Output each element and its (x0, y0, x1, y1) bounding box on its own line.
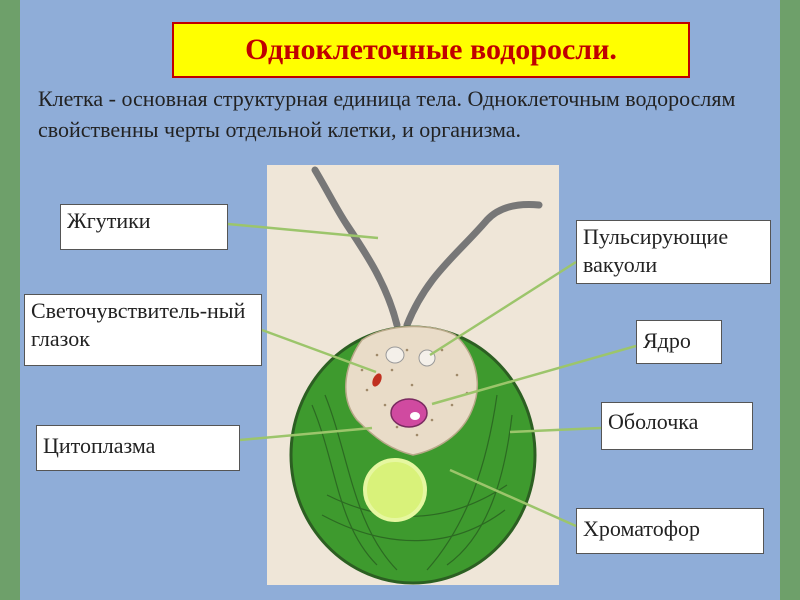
label-flagella: Жгутики (60, 204, 228, 250)
label-chromatophore: Хроматофор (576, 508, 764, 554)
pointer-eyespot (261, 328, 377, 374)
page-title: Одноклеточные водоросли. (172, 22, 690, 78)
label-contractile-vacuoles: Пульсирующие вакуоли (576, 220, 771, 284)
chromatophore-texture (311, 394, 513, 571)
contractile-vacuole-left (385, 346, 405, 364)
pointer-chromatophore (449, 468, 577, 528)
right-border-bar (780, 0, 800, 600)
pointer-nucleus (431, 344, 637, 406)
label-cytoplasm: Цитоплазма (36, 425, 240, 471)
cell-diagram (267, 165, 559, 585)
label-eyespot: Светочувствитель-ный глазок (24, 294, 262, 366)
pointer-flagella (227, 222, 379, 240)
pointer-vacuoles (429, 260, 577, 357)
flagellum-right (403, 201, 543, 329)
cytoplasm-region (345, 325, 479, 456)
label-membrane: Оболочка (601, 402, 753, 450)
nucleolus (410, 412, 420, 420)
flagellum-left (311, 166, 401, 329)
intro-text: Клетка - основная структурная единица те… (38, 86, 736, 142)
eyespot (372, 373, 382, 387)
left-border-bar (0, 0, 20, 600)
pyrenoid (363, 458, 427, 522)
pointer-membrane (509, 426, 602, 434)
pointer-cytoplasm (239, 426, 373, 442)
nucleus (390, 398, 428, 428)
label-nucleus: Ядро (636, 320, 722, 364)
